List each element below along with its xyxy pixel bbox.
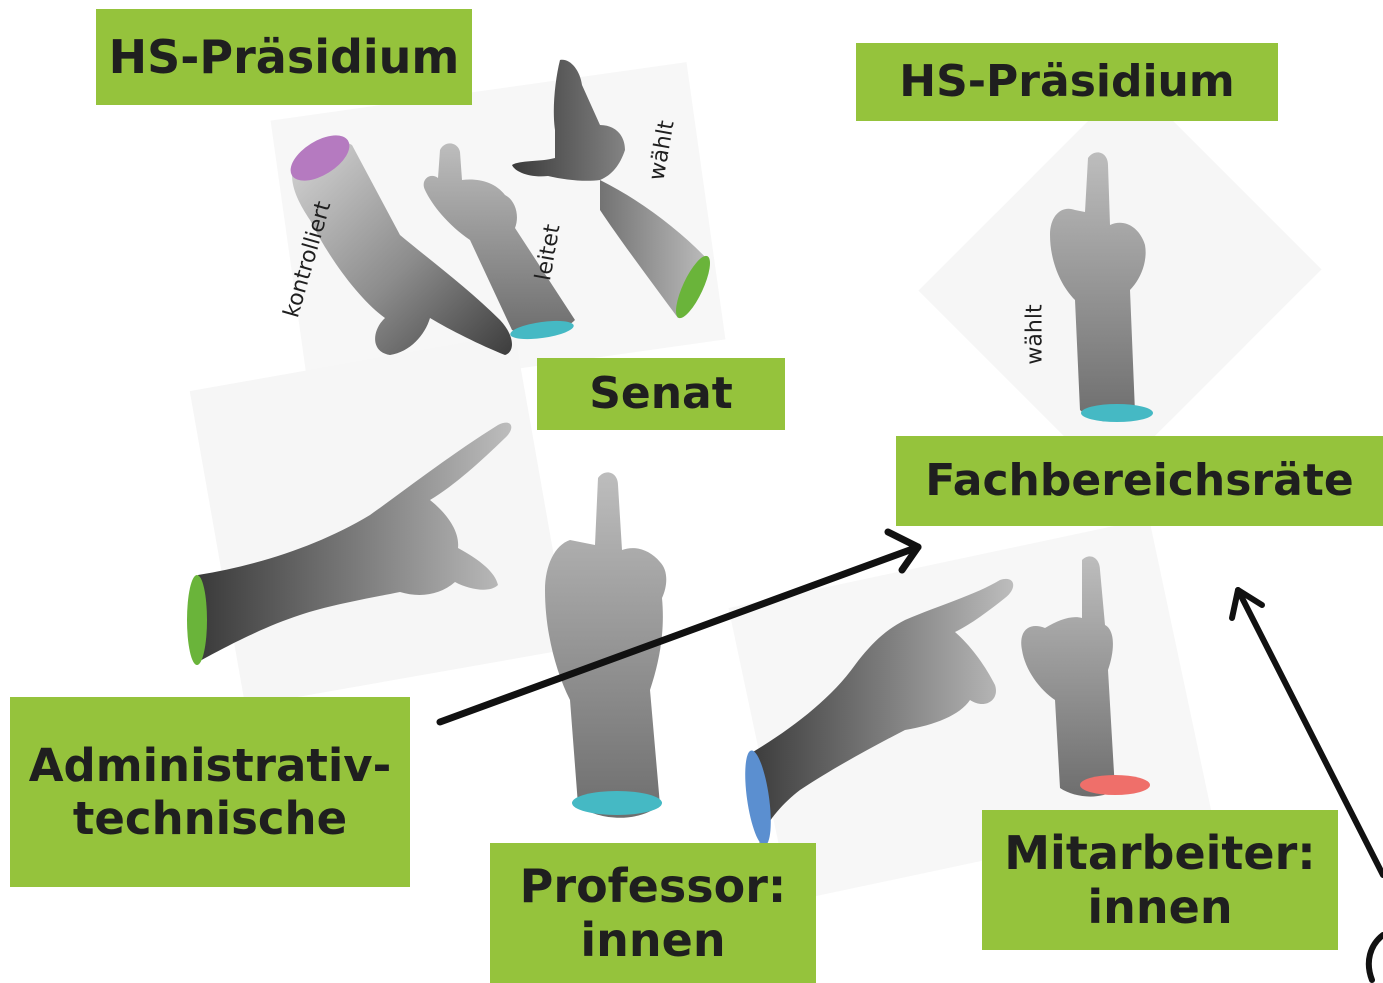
label-hs-praesidium-left: HS-Präsidium bbox=[96, 9, 472, 105]
label-professor-innen: Professor: innen bbox=[490, 843, 816, 983]
label-line: technische bbox=[73, 792, 347, 845]
label-line: Administrativ- bbox=[29, 739, 392, 792]
pointing-hand-icon bbox=[187, 423, 511, 665]
label-line: Professor: bbox=[520, 859, 787, 913]
verb-waehlt-right: wählt bbox=[1023, 304, 1048, 364]
label-fachbereichsraete: Fachbereichsräte bbox=[896, 436, 1383, 526]
pointing-hand-icon bbox=[1050, 152, 1153, 422]
label-line: innen bbox=[1087, 880, 1232, 934]
label-line: Mitarbeiter: bbox=[1004, 826, 1315, 880]
label-hs-praesidium-right: HS-Präsidium bbox=[856, 43, 1278, 121]
pointing-hand-icon bbox=[1021, 556, 1150, 796]
label-administrativ-technische: Administrativ- technische bbox=[10, 697, 410, 887]
pointing-hand-icon bbox=[740, 579, 1013, 847]
label-line: innen bbox=[580, 913, 725, 967]
label-senat: Senat bbox=[537, 358, 785, 430]
label-mitarbeiter-innen: Mitarbeiter: innen bbox=[982, 810, 1338, 950]
